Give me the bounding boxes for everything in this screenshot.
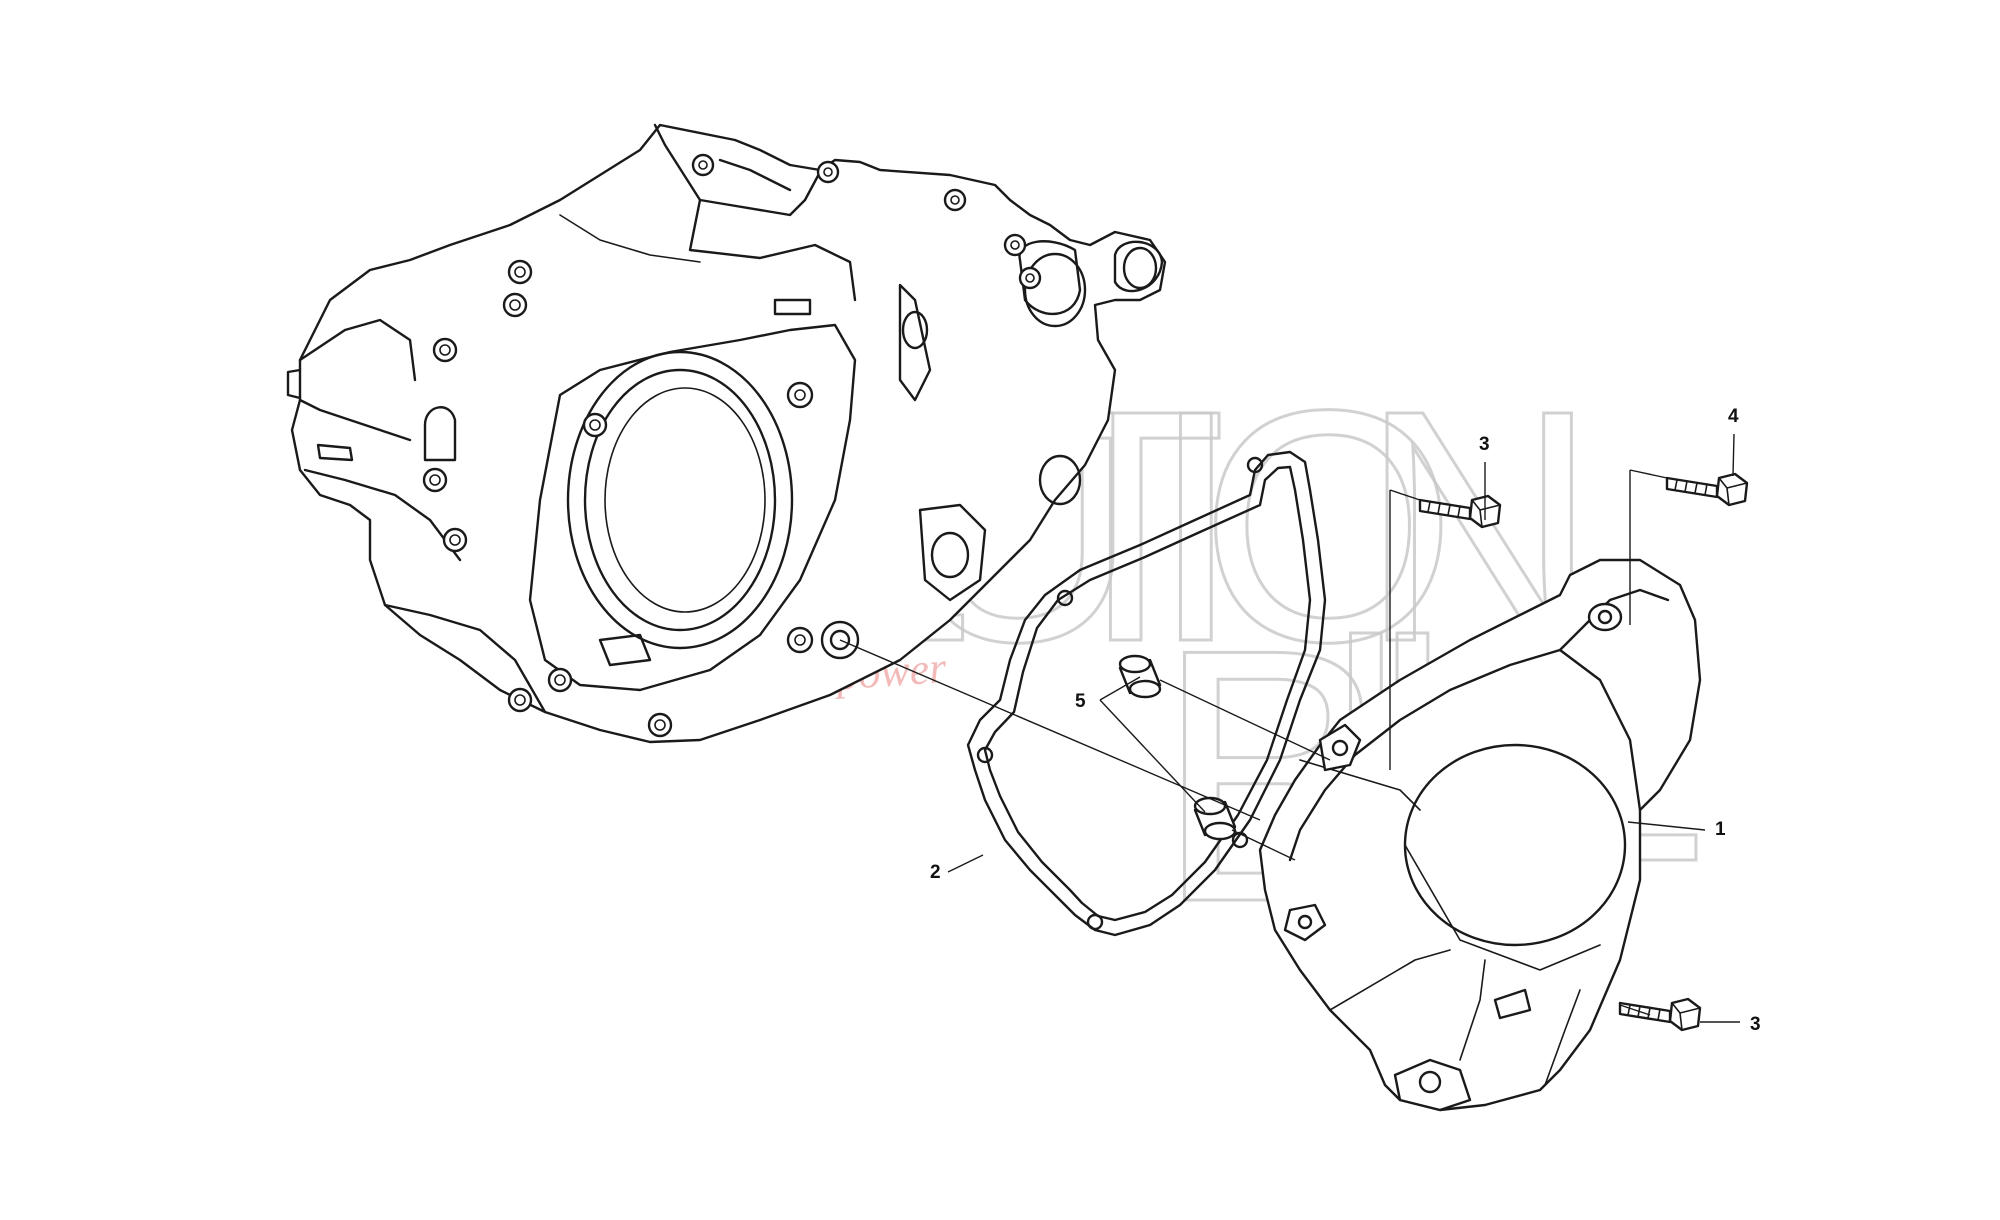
watermark-letter-o2: O bbox=[1200, 341, 1457, 710]
crankcase-ports bbox=[898, 240, 1164, 602]
callout-2: 2 bbox=[930, 862, 941, 883]
cover-gasket bbox=[966, 450, 1327, 937]
callout-5: 5 bbox=[1075, 691, 1086, 712]
callouts: 1 2 3 3 4 5 bbox=[930, 406, 1761, 1035]
callout-3-upper: 3 bbox=[1479, 434, 1490, 455]
screw-lower bbox=[1618, 997, 1702, 1032]
callout-1: 1 bbox=[1715, 819, 1726, 840]
crankcase bbox=[286, 123, 1167, 744]
callout-3-lower: 3 bbox=[1750, 1014, 1761, 1035]
callout-4: 4 bbox=[1728, 406, 1739, 427]
dowel-bushings bbox=[1118, 654, 1237, 841]
watermark-letter-i: I bbox=[1150, 341, 1242, 710]
screw-top bbox=[1665, 472, 1749, 507]
crankcase-bore bbox=[566, 350, 794, 650]
alignment-lines bbox=[839, 469, 1668, 1016]
ignition-cover bbox=[1258, 558, 1702, 1112]
crankcase-bolt-bosses bbox=[422, 153, 1042, 738]
screw-upper bbox=[1418, 494, 1502, 529]
